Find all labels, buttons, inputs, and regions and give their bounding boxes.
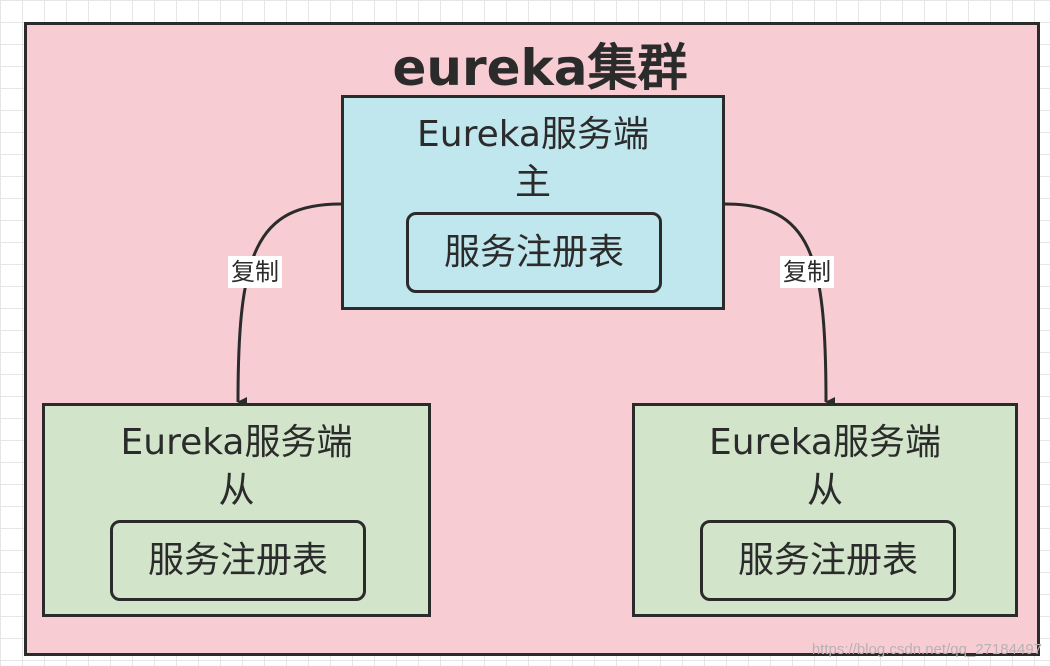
replication-arrow-right [724, 202, 836, 407]
eureka-server-slave-right: Eureka服务端 从 服务注册表 [632, 403, 1018, 617]
replication-label-left: 复制 [228, 256, 282, 288]
watermark: https://blog.csdn.net/qq_27184497 [811, 641, 1042, 658]
slave-right-node-role: 从 [806, 470, 843, 511]
slave-left-service-registry: 服务注册表 [110, 520, 366, 601]
master-node-role: 主 [514, 162, 551, 203]
master-node-name: Eureka服务端 [417, 114, 649, 155]
replication-arrow-left [236, 202, 342, 408]
eureka-server-master: Eureka服务端 主 服务注册表 [341, 95, 725, 310]
slave-left-node-name: Eureka服务端 [120, 422, 353, 463]
eureka-server-slave-left: Eureka服务端 从 服务注册表 [42, 403, 431, 617]
slave-right-node-name: Eureka服务端 [709, 422, 941, 463]
cluster-title: eureka集群 [392, 39, 688, 97]
master-service-registry: 服务注册表 [406, 212, 662, 293]
replication-label-right: 复制 [780, 256, 834, 288]
slave-left-node-role: 从 [218, 470, 255, 511]
slave-right-service-registry: 服务注册表 [700, 520, 956, 601]
